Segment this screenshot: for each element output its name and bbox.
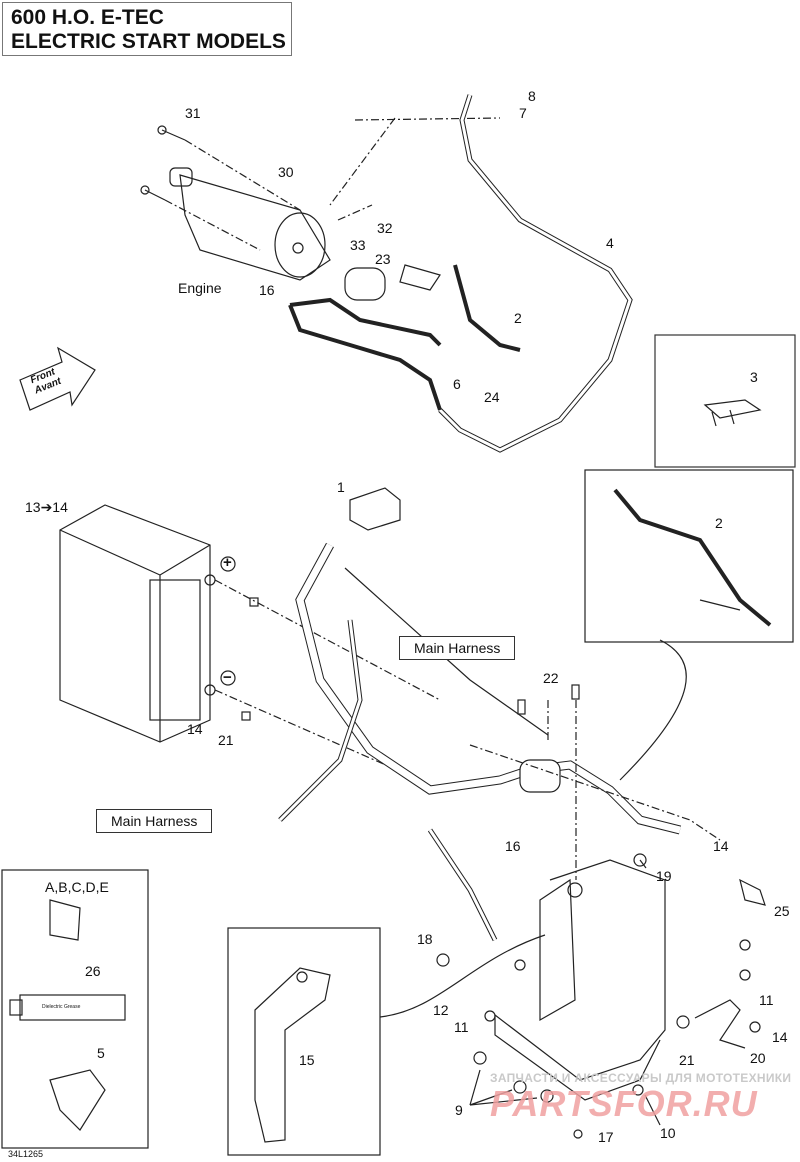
callout: 20 [750,1050,766,1066]
solenoid-16-top [344,264,441,301]
callout: 2 [715,515,723,531]
bolts-31 [140,125,186,201]
callout: 13➔14 [25,499,68,515]
callout: 14 [187,721,203,737]
page-title: 600 H.O. E-TEC ELECTRIC START MODELS [2,2,292,56]
inset-box-2 [584,469,794,643]
watermark-text: ЗАПЧАСТИ И АКСЕССУАРЫ ДЛЯ МОТОТЕХНИКИ [490,1071,792,1085]
callout: 18 [417,931,433,947]
negative-terminal-sign: − [223,669,232,686]
callout: 33 [350,237,366,253]
callout: 9 [455,1102,463,1118]
front-arrow-shape [19,346,96,411]
relay-1 [349,487,401,531]
inset-box-kit [1,869,149,1149]
main-harness-label: Main Harness [399,636,516,660]
positive-terminal-sign: + [223,554,232,571]
callout: 7 [519,105,527,121]
callout: 22 [543,670,559,686]
callout: 31 [185,105,201,121]
grease-tube-label: Dielectric Grease [42,1004,81,1010]
dash-lines [164,117,396,251]
callout: 32 [377,220,393,236]
callout: 16 [259,282,275,298]
callout: 1 [337,479,345,495]
callout: 16 [505,838,521,854]
title-line-2: ELECTRIC START MODELS [11,30,286,53]
callout: 2 [514,310,522,326]
callout: 4 [606,235,614,251]
callout: 8 [528,88,536,104]
callout: 11 [759,992,774,1008]
callout: 5 [97,1045,105,1061]
engine-label: Engine [178,280,222,296]
callout: 3 [750,369,758,385]
callout: 23 [375,251,391,267]
callout: A,B,C,D,E [45,879,109,895]
callout: 19 [656,868,672,884]
callout: 10 [660,1125,676,1141]
callout: 26 [85,963,101,979]
callout: 15 [299,1052,315,1068]
callout: 25 [774,903,790,919]
callout: 21 [218,732,234,748]
battery-tray [494,859,666,1101]
diagram-reference: 34L1265 [8,1149,44,1159]
solenoid-16 [519,759,561,793]
callout: 30 [278,164,294,180]
callout: 14 [772,1029,788,1045]
callout: 12 [433,1002,449,1018]
main-harness-label: Main Harness [96,809,213,833]
callout: 6 [453,376,461,392]
inset-box-15 [227,927,381,1156]
title-line-1: 600 H.O. E-TEC [11,6,164,29]
battery [59,504,236,743]
starter-motor [169,167,331,281]
callout: 24 [484,389,500,405]
callout: 21 [679,1052,695,1068]
watermark-logo: PARTSFOR.RU [490,1083,758,1124]
callout: 17 [598,1129,614,1145]
harness-top [288,297,442,411]
callout: 11 [454,1019,469,1035]
callout: 14 [713,838,729,854]
inset-box-3 [654,334,796,468]
